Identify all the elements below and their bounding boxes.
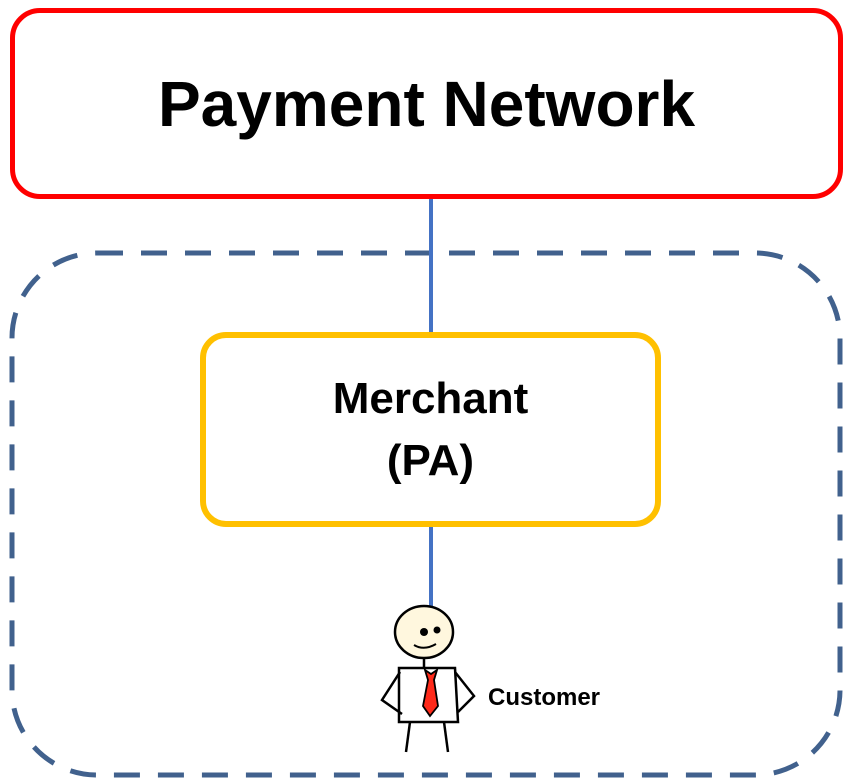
merchant-box: Merchant (PA) [200,332,661,527]
payment-network-box: Payment Network [10,8,843,199]
customer-person-icon [380,604,476,753]
merchant-zone-boundary [9,250,843,778]
customer-label: Customer [488,684,601,711]
merchant-label: Merchant [332,373,529,423]
merchant-sublabel: (PA) [386,435,475,485]
payment-network-label: Payment Network [157,67,696,140]
